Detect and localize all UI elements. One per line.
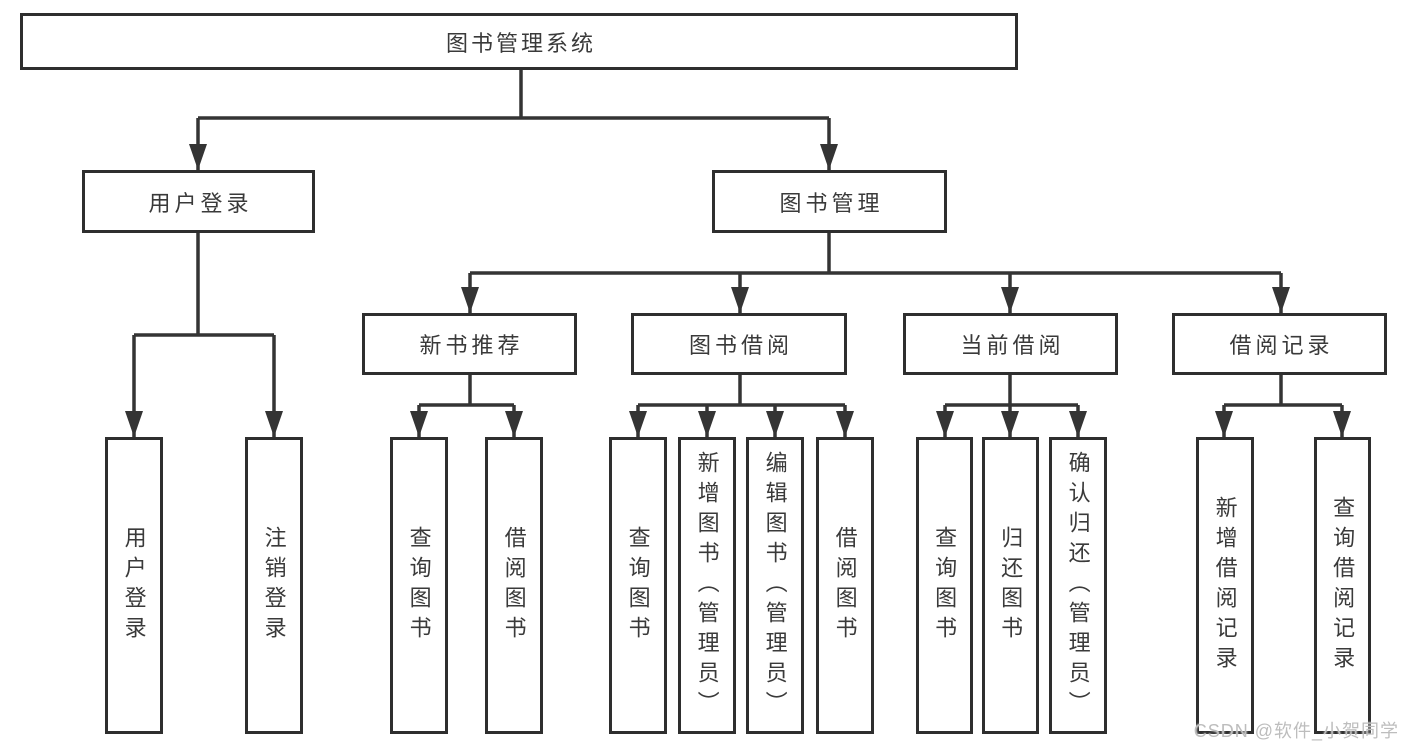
leaf-br-query-record-label: 查询借阅记录 [1330, 495, 1356, 676]
leaf-rec-query-books: 查询图书 [390, 437, 448, 734]
node-new-book-recommend: 新书推荐 [362, 313, 577, 375]
leaf-cb-return-books-label: 归还图书 [998, 525, 1024, 646]
leaf-br-query-record: 查询借阅记录 [1314, 437, 1371, 734]
leaf-cb-query-books: 查询图书 [916, 437, 973, 734]
node-user-login-label: 用户登录 [148, 190, 253, 216]
node-current-borrow-label: 当前借阅 [960, 333, 1065, 358]
node-book-management: 图书管理 [712, 170, 947, 233]
node-borrow-records: 借阅记录 [1172, 313, 1387, 375]
leaf-logout: 注销登录 [245, 437, 303, 734]
leaf-user-login: 用户登录 [105, 437, 163, 734]
leaf-bb-borrow-books: 借阅图书 [816, 437, 874, 734]
leaf-rec-query-books-label: 查询图书 [406, 525, 432, 646]
node-root-system-label: 图书管理系统 [445, 30, 596, 56]
leaf-br-add-record-label: 新增借阅记录 [1212, 495, 1238, 676]
leaf-bb-add-book-admin: 新增图书（管理员） [678, 437, 736, 734]
leaf-cb-query-books-label: 查询图书 [932, 525, 958, 646]
node-user-login: 用户登录 [82, 170, 315, 233]
leaf-bb-edit-book-admin-label: 编辑图书（管理员） [762, 450, 788, 721]
leaf-rec-borrow-books: 借阅图书 [485, 437, 543, 734]
leaf-bb-query-books: 查询图书 [609, 437, 667, 734]
node-book-management-label: 图书管理 [779, 190, 884, 216]
leaf-br-add-record: 新增借阅记录 [1196, 437, 1254, 734]
node-book-borrow: 图书借阅 [631, 313, 847, 375]
leaf-user-login-label: 用户登录 [121, 525, 147, 646]
node-root-system: 图书管理系统 [20, 13, 1018, 70]
leaf-rec-borrow-books-label: 借阅图书 [501, 525, 527, 646]
leaf-cb-return-books: 归还图书 [982, 437, 1039, 734]
node-current-borrow: 当前借阅 [903, 313, 1118, 375]
leaf-bb-add-book-admin-label: 新增图书（管理员） [694, 450, 720, 721]
csdn-watermark: CSDN @软件_小贺同学 [1193, 721, 1399, 741]
leaf-logout-label: 注销登录 [261, 525, 287, 646]
leaf-cb-confirm-return-admin: 确认归还（管理员） [1049, 437, 1107, 734]
leaf-cb-confirm-return-admin-label: 确认归还（管理员） [1065, 450, 1091, 721]
leaf-bb-query-books-label: 查询图书 [625, 525, 651, 646]
node-borrow-records-label: 借阅记录 [1229, 333, 1334, 358]
leaf-bb-borrow-books-label: 借阅图书 [832, 525, 858, 646]
node-book-borrow-label: 图书借阅 [688, 333, 793, 358]
leaf-bb-edit-book-admin: 编辑图书（管理员） [746, 437, 804, 734]
node-new-book-recommend-label: 新书推荐 [419, 333, 524, 358]
